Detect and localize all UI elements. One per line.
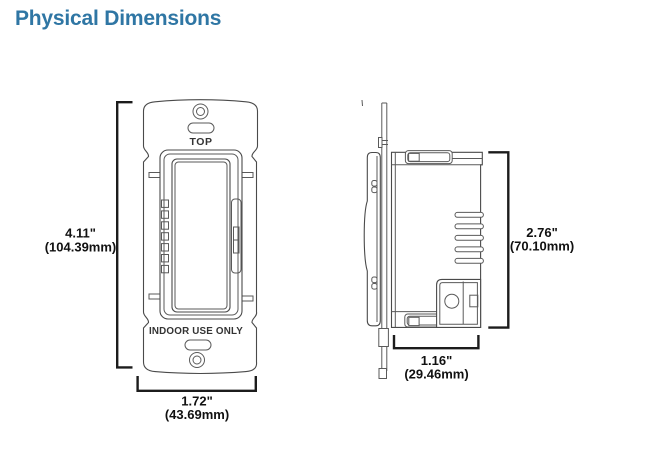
strap-bottom-tab xyxy=(378,328,389,347)
fin xyxy=(454,234,484,241)
mounting-tabs xyxy=(148,172,254,302)
switch-bezel xyxy=(159,149,243,320)
front-view: 4.11" (104.39mm) TOP xyxy=(45,99,259,422)
led-indicator xyxy=(161,264,169,274)
bottom-slot xyxy=(184,339,212,351)
front-width-dimension-line xyxy=(136,376,258,392)
led-indicator xyxy=(161,232,169,241)
side-depth-inches: 1.16" xyxy=(421,353,452,368)
side-depth-dimension-line xyxy=(392,335,480,350)
terminal-screw-icon xyxy=(444,293,460,309)
front-height-dimension-line xyxy=(115,100,133,369)
side-height-dimension-line xyxy=(488,151,510,329)
strap-foot xyxy=(378,368,387,379)
terminal-block xyxy=(436,278,482,328)
dimmer-slider xyxy=(231,198,242,274)
tick-mark xyxy=(361,99,363,107)
side-depth-dimension: 1.16" (29.46mm) xyxy=(392,335,480,382)
top-marking-label: TOP xyxy=(190,136,213,148)
fin xyxy=(454,211,484,218)
mounting-strap xyxy=(378,102,389,379)
mounting-tab xyxy=(241,295,254,302)
wallplate-profile xyxy=(363,151,381,327)
front-width-inches: 1.72" xyxy=(181,394,212,409)
heat-sink-fins xyxy=(454,211,484,264)
led-indicator xyxy=(161,243,169,252)
front-height-dimension: 4.11" (104.39mm) xyxy=(45,100,133,369)
bottom-clip-slot xyxy=(404,313,447,328)
switch-paddle-inner xyxy=(174,161,228,310)
strap-clips xyxy=(371,180,378,290)
indoor-marking-label: INDOOR USE ONLY xyxy=(149,326,243,337)
led-indicator xyxy=(161,254,169,263)
front-width-dimension: 1.72" (43.69mm) xyxy=(136,376,258,422)
side-height-inches: 2.76" xyxy=(526,225,557,240)
side-depth-mm: (29.46mm) xyxy=(404,367,468,382)
fin xyxy=(454,257,484,264)
front-height-inches: 4.11" xyxy=(65,226,96,241)
top-clip-slot xyxy=(404,150,453,165)
front-height-mm: (104.39mm) xyxy=(45,240,117,255)
led-indicator xyxy=(161,221,169,230)
switch-paddle xyxy=(171,158,231,313)
fin xyxy=(454,246,484,253)
bottom-screw-icon xyxy=(189,352,205,368)
fin xyxy=(454,223,484,230)
side-view: 2.76" (70.10mm) 1.16" (29.46mm) xyxy=(361,99,574,382)
switch-bezel-inner xyxy=(163,153,239,316)
page-title: Physical Dimensions xyxy=(15,7,221,30)
led-indicators xyxy=(161,199,169,274)
mounting-tab xyxy=(241,172,254,178)
mounting-tab xyxy=(148,293,161,300)
led-indicator xyxy=(161,199,169,208)
mounting-tab xyxy=(148,172,161,178)
side-height-mm: (70.10mm) xyxy=(510,239,574,254)
led-indicator xyxy=(161,210,169,219)
side-height-dimension: 2.76" (70.10mm) xyxy=(488,151,574,329)
front-width-mm: (43.69mm) xyxy=(165,407,229,422)
top-slot xyxy=(187,122,215,134)
top-screw-icon xyxy=(192,103,209,120)
